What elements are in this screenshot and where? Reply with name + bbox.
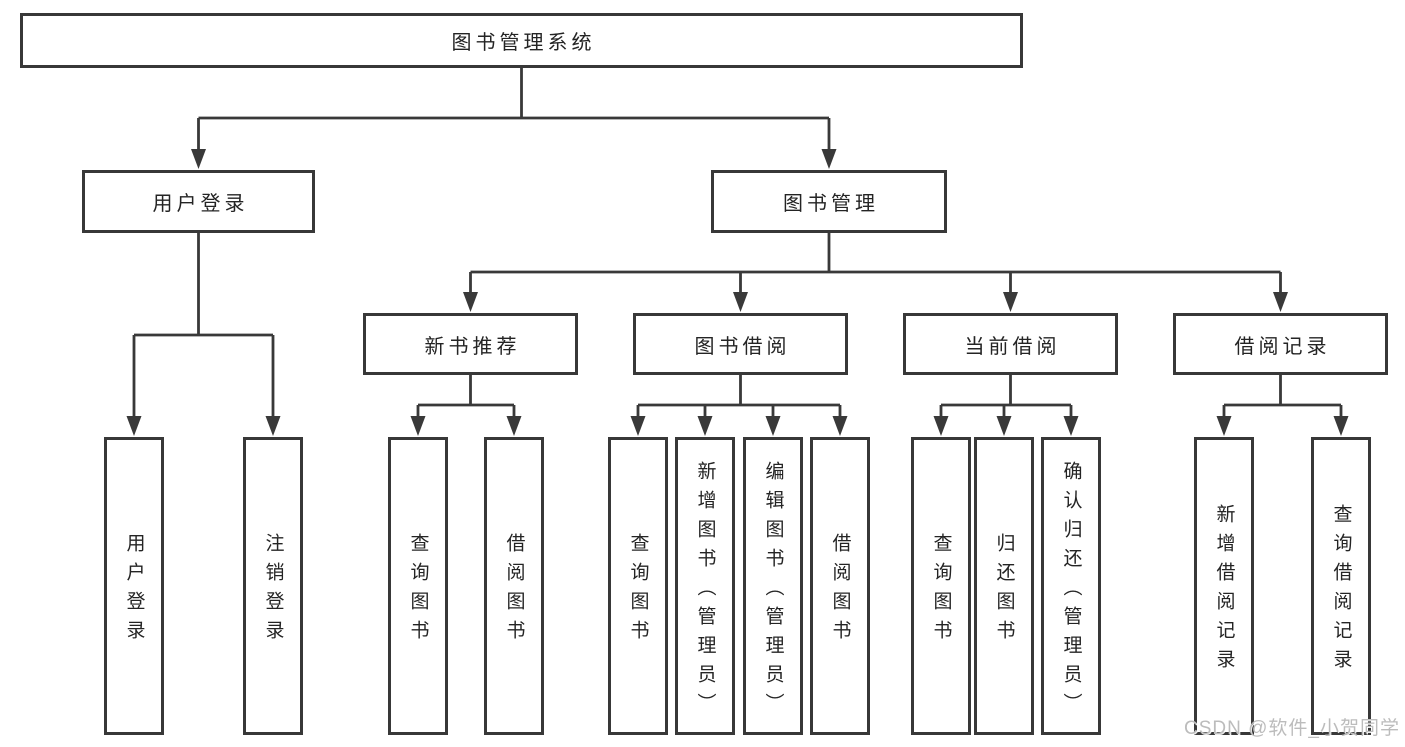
node-root: 图书管理系统 <box>20 13 1023 68</box>
leaf-add-borrow-record: 新增借阅记录 <box>1194 437 1254 735</box>
node-book-borrow-label: 图书借阅 <box>694 335 791 358</box>
node-current-borrow: 当前借阅 <box>903 313 1118 375</box>
node-borrow-records-label: 借阅记录 <box>1234 335 1331 358</box>
node-book-borrow: 图书借阅 <box>633 313 848 375</box>
leaf-newbook-query-books-label: 查询图书 <box>407 533 429 649</box>
node-borrow-records: 借阅记录 <box>1173 313 1388 375</box>
node-user-login-label: 用户登录 <box>152 193 249 215</box>
leaf-edit-books-admin-label: 编辑图书（管理员） <box>762 460 784 722</box>
leaf-query-borrow-record-label: 查询借阅记录 <box>1330 504 1352 678</box>
leaf-newbook-borrow-books-label: 借阅图书 <box>503 533 525 649</box>
leaf-return-books: 归还图书 <box>974 437 1034 735</box>
leaf-logout-label: 注销登录 <box>262 533 284 649</box>
leaf-current-query-books: 查询图书 <box>911 437 971 735</box>
leaf-logout: 注销登录 <box>243 437 303 735</box>
leaf-add-books-admin-label: 新增图书（管理员） <box>694 460 716 722</box>
node-root-label: 图书管理系统 <box>451 32 596 54</box>
leaf-newbook-query-books: 查询图书 <box>388 437 448 735</box>
leaf-user-login: 用户登录 <box>104 437 164 735</box>
leaf-user-login-label: 用户登录 <box>123 533 145 649</box>
node-current-borrow-label: 当前借阅 <box>964 335 1061 358</box>
node-user-login: 用户登录 <box>82 170 315 233</box>
leaf-borrow-books-label: 借阅图书 <box>829 533 851 649</box>
csdn-watermark: CSDN @软件_小贺同学 <box>1184 718 1400 739</box>
node-new-book-recommend-label: 新书推荐 <box>424 335 521 358</box>
arrowheads <box>126 149 1349 436</box>
leaf-current-query-books-label: 查询图书 <box>930 533 952 649</box>
leaf-add-books-admin: 新增图书（管理员） <box>675 437 735 735</box>
node-book-management-label: 图书管理 <box>783 193 879 215</box>
leaf-query-borrow-record: 查询借阅记录 <box>1311 437 1371 735</box>
leaf-edit-books-admin: 编辑图书（管理员） <box>743 437 803 735</box>
leaf-newbook-borrow-books: 借阅图书 <box>484 437 544 735</box>
leaf-confirm-return-admin-label: 确认归还（管理员） <box>1060 460 1082 722</box>
leaf-return-books-label: 归还图书 <box>993 533 1015 649</box>
node-book-management: 图书管理 <box>711 170 947 233</box>
leaf-add-borrow-record-label: 新增借阅记录 <box>1213 504 1235 678</box>
node-new-book-recommend: 新书推荐 <box>363 313 578 375</box>
leaf-borrow-query-books: 查询图书 <box>608 437 668 735</box>
leaf-confirm-return-admin: 确认归还（管理员） <box>1041 437 1101 735</box>
leaf-borrow-books: 借阅图书 <box>810 437 870 735</box>
leaf-borrow-query-books-label: 查询图书 <box>627 533 649 649</box>
